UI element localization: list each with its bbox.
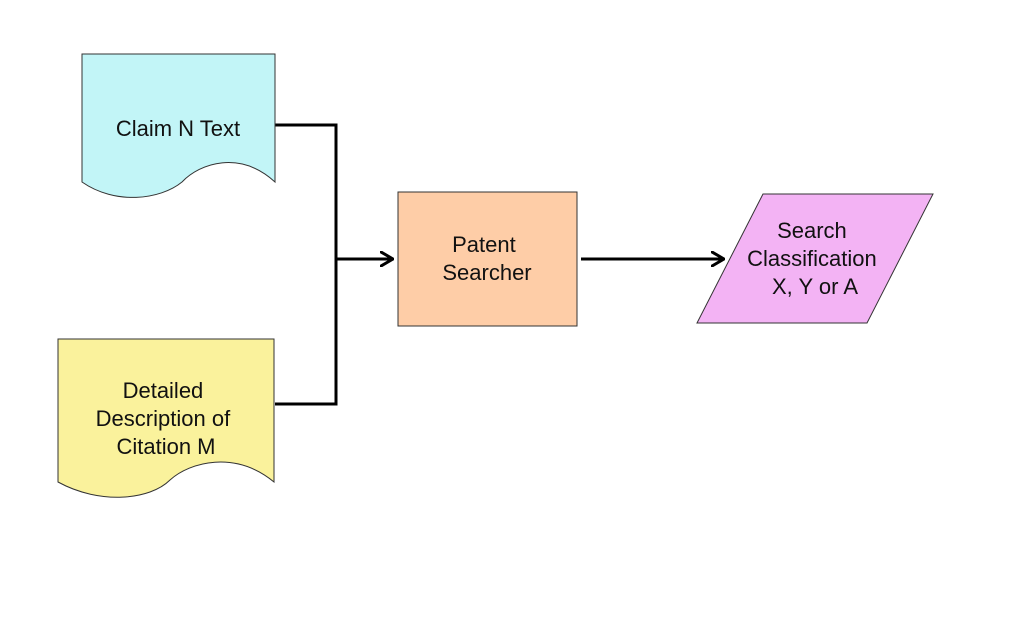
connector-citation-to-junction [275, 259, 338, 406]
connector-claim-to-junction [275, 123, 338, 259]
search-classification-line: Search [777, 218, 847, 243]
patent-searcher-node: Patent Searcher [397, 191, 578, 327]
search-classification-node: Search Classification X, Y or A [696, 193, 934, 324]
patent-searcher-process-shape [397, 191, 578, 327]
claim-text-line: Claim N Text [116, 116, 240, 141]
patent-searcher-line: Searcher [442, 260, 531, 285]
patent-searcher-label: Patent Searcher [442, 232, 531, 285]
search-classification-data-shape [696, 193, 934, 324]
claim-text-node: Claim N Text [81, 53, 276, 198]
citation-description-node: Detailed Description of Citation M [57, 338, 275, 498]
claim-text-label: Claim N Text [116, 116, 240, 141]
citation-description-document-shape [57, 338, 275, 498]
citation-description-line: Description of [96, 406, 231, 431]
citation-description-label: Detailed Description of Citation M [96, 378, 237, 459]
patent-searcher-line: Patent [452, 232, 516, 257]
connectors [275, 123, 724, 406]
citation-description-line: Detailed [123, 378, 204, 403]
search-classification-line: Classification [747, 246, 877, 271]
search-classification-line: X, Y or A [772, 274, 858, 299]
claim-text-document-shape [81, 53, 276, 198]
citation-description-line: Citation M [116, 434, 215, 459]
search-classification-label: Search Classification X, Y or A [747, 218, 883, 299]
